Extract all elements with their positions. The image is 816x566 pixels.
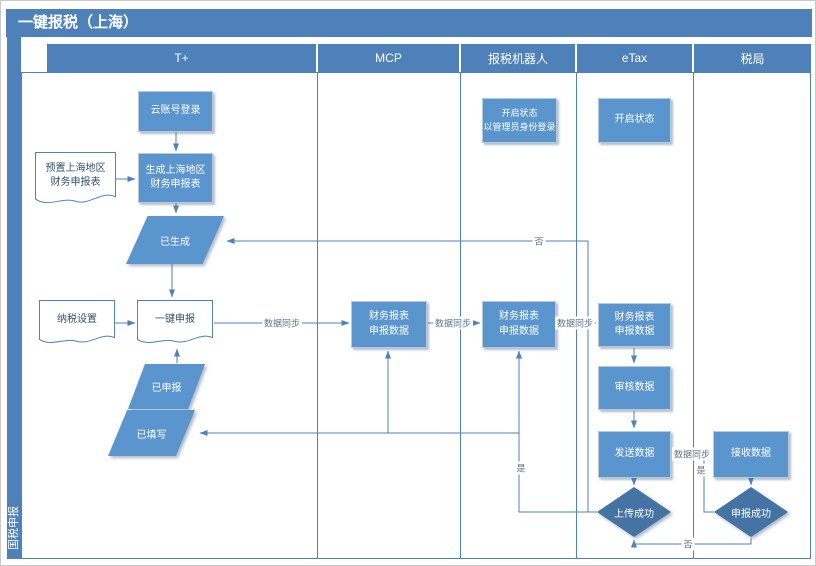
node-preset-form: 预置上海地区 财务申报表 <box>35 152 116 208</box>
lane-header-bureau: 税局 <box>694 44 811 72</box>
parallelogram-label: 已生成 <box>126 216 224 264</box>
edge-label-sync: 数据同步 <box>554 316 596 330</box>
decision-label: 上传成功 <box>597 487 671 537</box>
node-send-data: 发送数据 <box>598 431 671 478</box>
node-declared: 已申报 <box>128 364 205 409</box>
node-cloud-login: 云账号登录 <box>138 91 213 132</box>
row-header-label: 国税申报 <box>8 506 20 550</box>
edge-label-yes: 是 <box>694 463 708 477</box>
node-robot-status: 开启状态 以管理员身份登录 <box>482 98 557 143</box>
node-tax-settings: 纳税设置 <box>39 300 115 347</box>
lane-header-mcp: MCP <box>318 44 459 72</box>
swimlane-body <box>21 72 811 559</box>
edge-label-sync: 数据同步 <box>432 316 474 330</box>
node-one-click-declare: 一键申报 <box>137 300 213 347</box>
lane-header-robot: 报税机器人 <box>461 44 575 72</box>
node-receive-data: 接收数据 <box>713 431 789 478</box>
node-etax-status: 开启状态 <box>598 98 671 143</box>
node-mcp-report-data: 财务报表 申报数据 <box>351 301 427 348</box>
edge-label-sync: 数据同步 <box>261 316 303 330</box>
node-generated: 已生成 <box>126 216 224 264</box>
document-label: 一键申报 <box>155 313 195 325</box>
lane-header-tplus: T+ <box>47 44 316 72</box>
document-label: 预置上海地区 财务申报表 <box>45 163 106 188</box>
decision-label: 申报成功 <box>714 487 788 537</box>
diagram-title: 一键报税（上海） <box>6 9 812 37</box>
lane-divider <box>693 72 694 559</box>
lane-header-etax: eTax <box>577 44 692 72</box>
parallelogram-label: 已填写 <box>108 410 195 456</box>
document-label: 纳税设置 <box>57 313 97 325</box>
lane-divider <box>576 72 577 559</box>
parallelogram-label: 已申报 <box>128 364 205 409</box>
node-etax-report-data: 财务报表 申报数据 <box>598 303 671 347</box>
lane-divider <box>317 72 318 559</box>
edge-label-no: 否 <box>681 537 695 551</box>
row-header-strip <box>7 37 21 559</box>
node-robot-report-data: 财务报表 申报数据 <box>482 301 556 348</box>
node-generate-form: 生成上海地区 财务申报表 <box>138 153 213 203</box>
node-audit-data: 审核数据 <box>598 366 671 410</box>
lane-divider <box>460 72 461 559</box>
edge-label-yes: 是 <box>514 461 528 475</box>
edge-label-no: 否 <box>532 234 546 248</box>
node-upload-success: 上传成功 <box>597 487 671 537</box>
node-declare-success: 申报成功 <box>714 487 788 537</box>
node-filled: 已填写 <box>108 410 195 456</box>
edge-label-sync: 数据同步 <box>671 447 713 461</box>
